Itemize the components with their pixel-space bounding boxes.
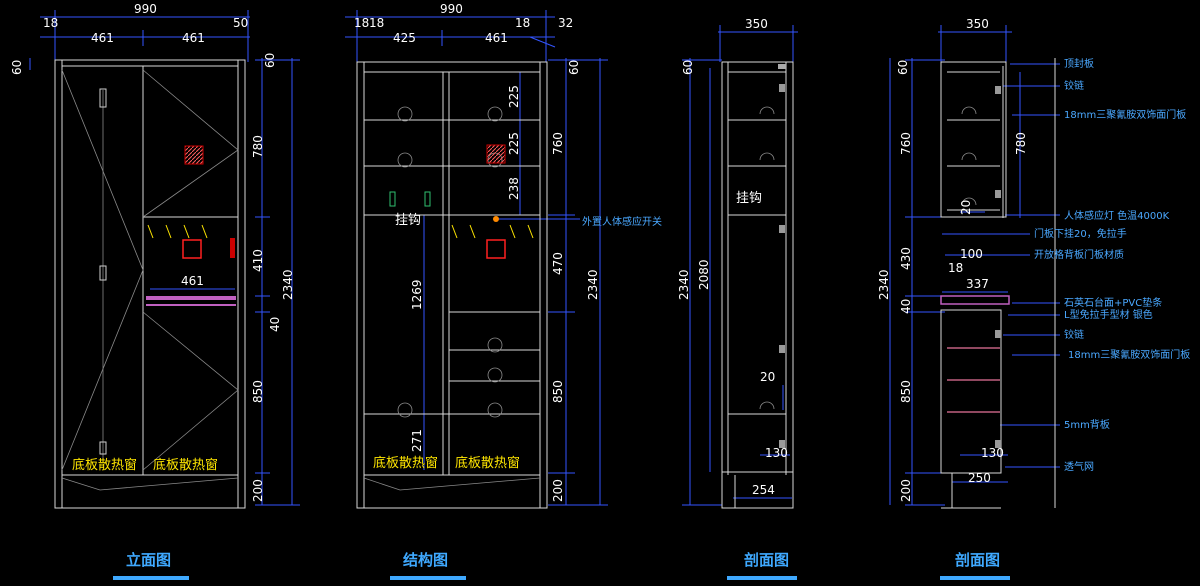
- secb-title-underline: [940, 576, 1010, 580]
- elev-dim-inner-width: 461: [181, 274, 204, 288]
- struct-dim-total-height: 2340: [586, 269, 600, 300]
- secb-note-sensor-light: 人体感应灯 色温4000K: [1064, 209, 1170, 222]
- struct-dim-shelf-3: 238: [507, 177, 521, 200]
- struct-dim-total-width: 990: [440, 2, 463, 16]
- secb-note-door-panel: 18mm三聚氰胺双饰面门板: [1064, 108, 1186, 121]
- secb-note-vent-mesh: 透气网: [1064, 460, 1094, 473]
- secb-title: 剖面图: [955, 551, 1000, 569]
- elev-dim-top-margin: 60: [10, 60, 24, 75]
- struct-dim-shelf-2: 225: [507, 132, 521, 155]
- secb-note-hinge-2: 铰链: [1064, 328, 1084, 341]
- struct-dim-shelf-1: 225: [507, 85, 521, 108]
- elev-vent-right: 底板散热窗: [153, 457, 218, 473]
- struct-vent-right: 底板散热窗: [455, 455, 520, 471]
- elev-dim-right-side: 50: [233, 16, 248, 30]
- secb-note-top-panel: 顶封板: [1064, 57, 1094, 70]
- struct-dim-mid-side: 18: [369, 16, 384, 30]
- elev-dim-top-right: 60: [263, 53, 277, 68]
- secb-dim-top-margin: 60: [896, 60, 910, 75]
- secb-dim-door-drop: 20: [959, 200, 973, 215]
- elev-dim-seg-gap: 40: [268, 317, 282, 332]
- secb-dim-side-18: 18: [948, 261, 963, 275]
- elevation-view: 18 990 50 461 461 461 60 60 780 410 40 8…: [10, 2, 300, 580]
- secb-dim-total-height: 2340: [877, 269, 891, 300]
- struct-dim-seg-base: 200: [551, 479, 565, 502]
- elev-vent-left: 底板散热窗: [72, 457, 137, 473]
- struct-dim-right-side-18: 18: [515, 16, 530, 30]
- struct-hook-label: 挂钩: [395, 213, 421, 228]
- seca-dim-door-gap: 20: [760, 370, 775, 384]
- secb-dim-foot-depth: 250: [968, 471, 991, 485]
- elev-dim-seg-low: 850: [251, 380, 265, 403]
- secb-note-open-back: 开放格背板门板材质: [1034, 248, 1124, 261]
- struct-dim-seg-top: 760: [551, 132, 565, 155]
- secb-note-l-profile: L型免拉手型材 银色: [1064, 308, 1153, 321]
- seca-dim-depth: 350: [745, 17, 768, 31]
- secb-note-back-panel: 5mm背板: [1064, 418, 1110, 431]
- seca-dim-foot-depth: 254: [752, 483, 775, 497]
- secb-dim-seg-gap: 40: [899, 299, 913, 314]
- elev-title-underline: [113, 576, 189, 580]
- seca-dim-inner-height: 2080: [697, 259, 711, 290]
- section-b-view: 350 60 760 780 20 100 18 337 430 40 850 …: [877, 17, 1190, 580]
- struct-dim-top-margin: 60: [567, 60, 581, 75]
- secb-dim-seg-low: 850: [899, 380, 913, 403]
- elev-title: 立面图: [126, 551, 171, 569]
- elev-dim-left-side: 18: [43, 16, 58, 30]
- struct-title-underline: [390, 576, 466, 580]
- struct-dim-left-bay: 425: [393, 31, 416, 45]
- elev-dim-seg-mid: 410: [251, 249, 265, 272]
- secb-note-quartz-top: 石英石台面+PVC垫条: [1064, 296, 1162, 309]
- struct-dim-hook-height: 1269: [410, 279, 424, 310]
- struct-dim-seg-low: 850: [551, 380, 565, 403]
- elev-dim-left-door: 461: [91, 31, 114, 45]
- structure-view: 18 18 990 18 32 425 461 60 225 225 238 7…: [345, 2, 662, 580]
- secb-note-door-panel-2: 18mm三聚氰胺双饰面门板: [1068, 348, 1190, 361]
- struct-dim-left-side: 18: [354, 16, 369, 30]
- elev-dim-right-door: 461: [182, 31, 205, 45]
- elev-dim-total-width: 990: [134, 2, 157, 16]
- struct-dim-seg-mid: 470: [551, 252, 565, 275]
- struct-vent-left: 底板散热窗: [373, 455, 438, 471]
- seca-dim-foot-offset: 130: [765, 446, 788, 460]
- elev-dim-seg-base: 200: [251, 479, 265, 502]
- elev-dim-seg-top: 780: [251, 135, 265, 158]
- secb-note-hinge: 铰链: [1064, 79, 1084, 92]
- struct-dim-bottom-shelf: 271: [410, 429, 424, 452]
- secb-dim-seg-base: 200: [899, 479, 913, 502]
- secb-dim-foot-offset: 130: [981, 446, 1004, 460]
- struct-sensor-note: 外置人体感应开关: [582, 215, 662, 228]
- secb-dim-door-height: 780: [1014, 132, 1028, 155]
- struct-dim-right-bay: 461: [485, 31, 508, 45]
- secb-dim-counter-depth: 337: [966, 277, 989, 291]
- seca-title: 剖面图: [744, 551, 789, 569]
- secb-dim-setback: 100: [960, 247, 983, 261]
- elev-dim-total-height: 2340: [281, 269, 295, 300]
- struct-dim-right-side: 32: [558, 16, 573, 30]
- seca-dim-top-margin: 60: [681, 60, 695, 75]
- struct-title: 结构图: [403, 551, 448, 569]
- seca-title-underline: [727, 576, 797, 580]
- secb-dim-seg-mid: 430: [899, 247, 913, 270]
- secb-dim-depth: 350: [966, 17, 989, 31]
- seca-dim-total-height: 2340: [677, 269, 691, 300]
- seca-hook-label: 挂钩: [736, 191, 762, 206]
- section-a-view: 350 60 2340 2080 20 130 254 挂钩 剖面图: [677, 17, 798, 580]
- secb-dim-seg-top: 760: [899, 132, 913, 155]
- secb-note-door-hang: 门板下挂20，免拉手: [1034, 227, 1127, 240]
